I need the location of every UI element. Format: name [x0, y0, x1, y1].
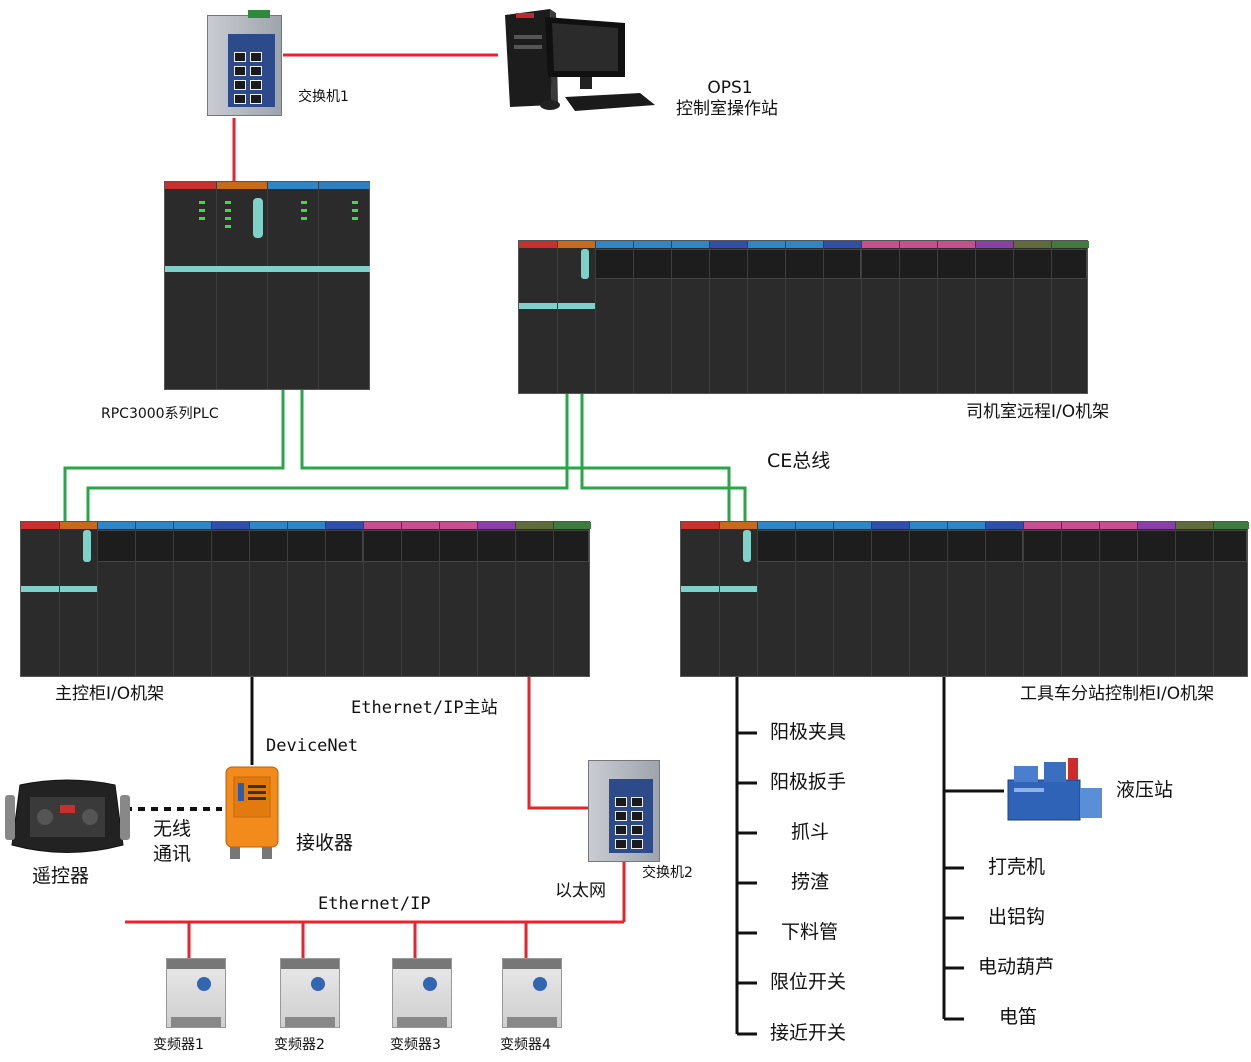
ce-bus-line-b	[300, 390, 731, 521]
ce-bus-line-c	[86, 394, 569, 521]
vfd2-icon	[280, 958, 340, 1028]
vfd3-label: 变频器3	[390, 1037, 441, 1053]
devicenet-label: DeviceNet	[266, 736, 359, 756]
receiver-label: 接收器	[296, 832, 354, 854]
tool-cart-io-rack	[680, 521, 1249, 677]
branch-item-electric-hoist: 电动葫芦	[978, 956, 1055, 978]
branch-item-crust-breaker: 打壳机	[988, 856, 1046, 878]
main-rack-label: 主控柜I/O机架	[55, 684, 165, 704]
ethernet-label: 以太网	[555, 881, 606, 901]
branch-item-aluminum-hook: 出铝钩	[988, 906, 1046, 928]
ethernet-master-label: Ethernet/IP主站	[351, 698, 498, 718]
switch1-label: 交换机1	[298, 89, 349, 105]
remote-control-icon	[5, 779, 130, 853]
receiver-icon	[225, 766, 279, 859]
plc-rack	[164, 181, 370, 390]
plc-label: RPC3000系列PLC	[101, 406, 219, 422]
vfd2-label: 变频器2	[274, 1037, 325, 1053]
branch-item-horn: 电笛	[999, 1006, 1038, 1028]
wireless-label-2: 通讯	[153, 843, 192, 865]
switch1-icon	[207, 10, 282, 116]
branch-item-grab: 抓斗	[791, 821, 830, 843]
switch2-icon	[588, 760, 660, 862]
ce-bus-label: CE总线	[767, 450, 831, 472]
branch-item-limit-switch: 限位开关	[770, 971, 847, 993]
vfd1-label: 变频器1	[153, 1037, 204, 1053]
vfd4-icon	[502, 958, 562, 1028]
ops-label-1: OPS1	[707, 78, 753, 98]
remote-rack-label: 司机室远程I/O机架	[966, 402, 1110, 422]
branch-item-proximity-switch: 接近开关	[770, 1022, 847, 1044]
vfd1-icon	[166, 958, 226, 1028]
remote-control-label: 遥控器	[32, 865, 90, 887]
wireless-label-1: 无线	[153, 818, 192, 840]
vfd4-label: 变频器4	[500, 1037, 551, 1053]
desktop-pc-icon	[505, 9, 655, 111]
vfd3-icon	[392, 958, 452, 1028]
ce-bus-line-a	[63, 390, 285, 521]
branch-item-anode-wrench: 阳极扳手	[770, 771, 847, 793]
remote-io-rack	[518, 240, 1089, 394]
branch-item-slag: 捞渣	[791, 871, 830, 893]
branch-item-feed-pipe: 下料管	[781, 921, 839, 943]
ops-label-2: 控制室操作站	[676, 99, 778, 119]
hydraulic-label: 液压站	[1116, 779, 1174, 801]
branch-item-anode-clamp: 阳极夹具	[770, 721, 847, 743]
ce-bus-line-e	[580, 468, 747, 521]
ethernet-ip-label: Ethernet/IP	[318, 894, 431, 914]
switch2-label: 交换机2	[642, 865, 693, 881]
tool-rack-label: 工具车分站控制柜I/O机架	[1020, 684, 1215, 704]
master-to-switch2-line	[527, 677, 588, 810]
hydraulic-station-icon	[1007, 758, 1102, 821]
main-io-rack	[20, 521, 591, 677]
